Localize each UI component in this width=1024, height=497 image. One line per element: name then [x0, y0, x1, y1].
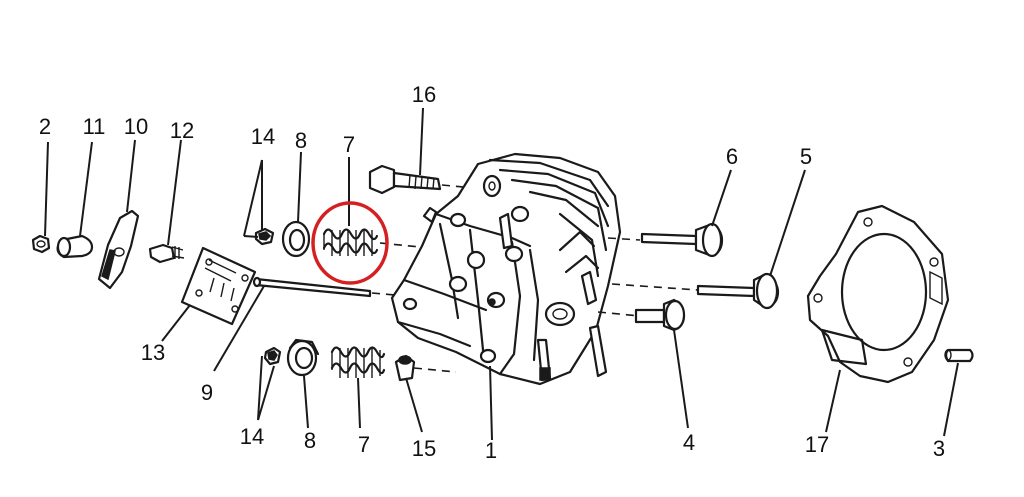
label-9: 9	[201, 380, 213, 405]
part-8-top-retainer	[281, 151, 311, 258]
label-12: 12	[170, 118, 194, 143]
part-13-guide-plate	[161, 246, 257, 342]
label-14-top: 14	[251, 124, 275, 149]
part-11-cap	[56, 141, 94, 259]
label-6: 6	[726, 144, 738, 169]
highlight-circle	[311, 201, 389, 285]
part-2-nut	[31, 141, 51, 254]
dash-line-6	[607, 237, 641, 241]
label-7-top: 7	[343, 132, 355, 157]
part-3-dowel-pin	[943, 348, 974, 437]
label-4: 4	[683, 430, 695, 455]
label-11: 11	[83, 114, 106, 139]
part-1-cylinder-head	[390, 152, 622, 441]
label-5: 5	[800, 144, 812, 169]
part-15-stem-seal	[394, 354, 423, 433]
label-15: 15	[412, 436, 436, 461]
part-14-bottom-collets	[257, 346, 282, 421]
label-3: 3	[933, 436, 945, 461]
dash-line-5	[611, 283, 699, 291]
label-14-bottom: 14	[240, 424, 264, 449]
part-12-pivot-stud	[148, 139, 185, 264]
label-2: 2	[39, 114, 51, 139]
part-16-bolt	[368, 107, 475, 195]
label-8-top: 8	[295, 128, 307, 153]
label-13: 13	[141, 340, 165, 365]
part-8-bottom-retainer	[286, 338, 320, 429]
part-17-head-gasket	[806, 204, 950, 433]
part-14-top-collets	[243, 159, 275, 246]
label-10: 10	[124, 114, 148, 139]
label-8-bottom: 8	[304, 428, 316, 453]
dash-line-4	[597, 311, 641, 317]
part-10-rocker-arm	[97, 139, 140, 290]
part-4-valve-guide	[634, 298, 689, 429]
label-1: 1	[485, 438, 497, 463]
label-16: 16	[412, 82, 436, 107]
label-17: 17	[805, 432, 829, 457]
dash-line-15	[413, 367, 457, 373]
part-5-exhaust-valve	[696, 169, 806, 310]
part-6-intake-valve	[640, 169, 732, 258]
label-7-bottom: 7	[358, 432, 370, 457]
part-7-bottom-valve-spring	[330, 346, 386, 429]
